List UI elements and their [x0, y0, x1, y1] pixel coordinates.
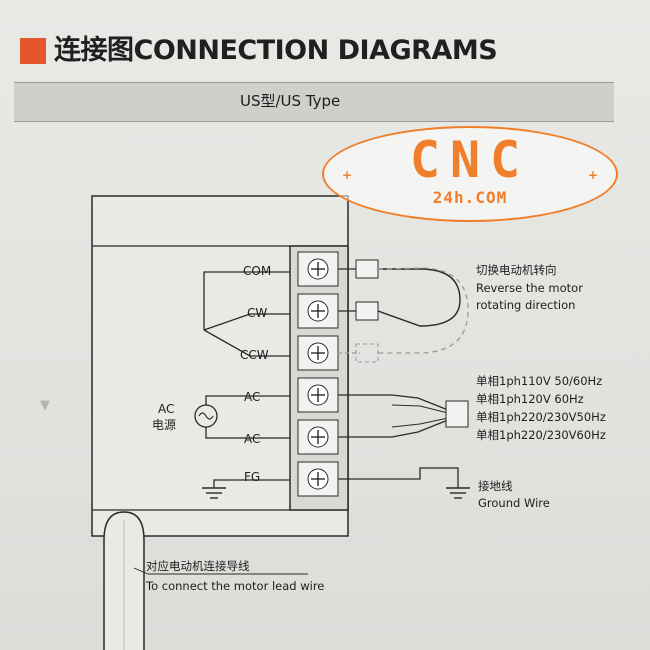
ac-source-label-zh: 电源 — [152, 418, 177, 432]
ac-wire-top — [205, 395, 290, 405]
terminal-screw-5 — [297, 419, 339, 455]
fg-wire — [213, 479, 290, 488]
ac-wave — [198, 412, 214, 420]
power-option-1: 单相1ph110V 50/60Hz — [476, 374, 603, 388]
power-option-4: 单相1ph220/230V60Hz — [476, 428, 606, 442]
ac-wire-bottom — [205, 427, 290, 439]
plug-com — [338, 259, 379, 279]
logo-dot-left: + — [342, 168, 353, 182]
reverse-note-en-2: rotating direction — [476, 298, 576, 312]
ac-source-label: AC — [158, 402, 175, 416]
power-cable — [338, 394, 469, 438]
terminal-screw-6 — [297, 461, 339, 497]
cnc24h-logo: + CNC 24h.COM + — [322, 126, 618, 222]
reverse-jumper-alt — [377, 267, 469, 354]
cw-wire — [203, 313, 290, 331]
power-option-3: 单相1ph220/230V50Hz — [476, 410, 606, 424]
diagram-subtitle: US型/US Type — [240, 92, 341, 110]
motor-lead-leader — [133, 567, 308, 575]
table-header-band — [14, 82, 614, 122]
terminal-screw-2 — [297, 293, 339, 329]
logo-dot-right: + — [587, 168, 598, 182]
terminal-screw-1 — [297, 251, 339, 287]
ground-wire — [338, 467, 459, 488]
logo-text-main: CNC — [409, 131, 531, 189]
bleed-text: ▼ — [40, 398, 50, 413]
ground-wire-label-en: Ground Wire — [478, 496, 550, 510]
ground-wire-label-zh: 接地线 — [478, 479, 513, 493]
reverse-note-zh: 切换电动机转向 — [476, 263, 557, 277]
ccw-wire — [203, 329, 290, 357]
plug-ccw — [338, 343, 379, 363]
terminal-label-ccw: CCW — [240, 348, 269, 362]
com-wire — [203, 271, 290, 330]
terminal-screw-4 — [297, 377, 339, 413]
reverse-jumper — [377, 268, 461, 327]
heading-marker — [20, 38, 46, 64]
terminal-label-ac-1: AC — [244, 390, 261, 404]
logo-text-sub: 24h.COM — [432, 188, 508, 207]
power-plug — [445, 400, 469, 428]
terminal-screws — [297, 251, 339, 497]
motor-lead-label-en: To connect the motor lead wire — [146, 579, 325, 593]
power-option-2: 单相1ph120V 60Hz — [476, 392, 584, 406]
terminal-label-cw: CW — [247, 306, 268, 320]
reverse-note-en-1: Reverse the motor — [476, 281, 583, 295]
motor-lead-label-zh: 对应电动机连接导线 — [146, 559, 250, 573]
terminal-label-fg: FG — [244, 470, 261, 484]
terminal-screw-3 — [297, 335, 339, 371]
page-title: 连接图CONNECTION DIAGRAMS — [54, 35, 498, 66]
terminal-label-ac-2: AC — [244, 432, 261, 446]
terminal-label-com: COM — [243, 264, 272, 278]
